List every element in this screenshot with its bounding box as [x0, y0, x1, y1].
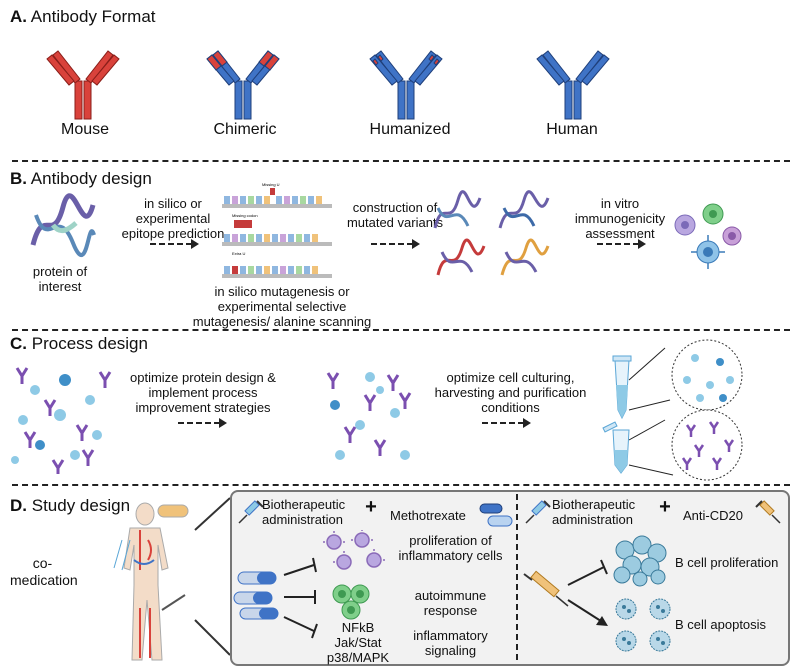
format-label-mouse: Mouse — [60, 121, 110, 138]
syringe-icon — [238, 500, 264, 524]
divider-b-c — [12, 329, 790, 331]
variants-step-label: construction of mutated variants — [346, 200, 444, 230]
left-drug1-label: Biotherapeutic administration — [262, 497, 346, 527]
inflammatory-cells-icon — [323, 530, 385, 570]
syringe-icon-right — [525, 500, 551, 524]
co-medication-label: co- medication — [10, 555, 78, 588]
arrow-c2 — [482, 418, 531, 428]
effect-proliferation-label: proliferation of inflammatory cells — [398, 533, 503, 563]
effect-signaling-label: inflammatory signaling — [413, 628, 488, 658]
seq-label-missing-codon: Missing codon — [232, 213, 258, 218]
arrow-b2 — [371, 239, 420, 249]
sequence-diagram: Missing U Missing codon Extra U — [222, 182, 332, 278]
green-cells-icon — [332, 584, 370, 620]
crude-mixture-icon — [11, 367, 112, 474]
format-label-chimeric: Chimeric — [213, 121, 277, 138]
pathways-label: NFkB Jak/Stat p38/MAPK — [326, 620, 390, 665]
mutagenesis-label: in silico mutagenesis or experimental se… — [192, 284, 372, 329]
connector-lines — [194, 497, 231, 656]
format-label-humanized: Humanized — [369, 121, 451, 138]
humanized-antibody-icon — [369, 50, 443, 120]
b-cell-apoptosis-label: B cell apoptosis — [675, 617, 767, 632]
culturing-step-label: optimize cell culturing, harvesting and … — [434, 370, 587, 415]
inhibition-arrows-left — [283, 557, 318, 639]
seq-label-missing-u: Missing U — [262, 182, 280, 187]
purification-tubes-icon — [602, 339, 743, 481]
mouse-antibody-icon — [46, 50, 120, 120]
right-plus: + — [659, 496, 671, 518]
b-cell-arrows — [567, 559, 608, 626]
panel-divider — [516, 494, 518, 660]
left-plus: + — [365, 496, 377, 518]
immune-cells-icon — [674, 203, 742, 269]
epitope-step-label: in silico or experimental epitope predic… — [121, 196, 225, 241]
arrow-b1 — [150, 239, 199, 249]
pills-icon — [479, 503, 513, 527]
chimeric-antibody-icon — [206, 50, 280, 120]
effect-autoimmune-label: autoimmune response — [414, 588, 487, 618]
section-d-title: D. Study design — [10, 496, 131, 515]
human-antibody-icon — [536, 50, 610, 120]
section-c-title: C. Process design — [10, 334, 148, 353]
protein-icon — [30, 193, 96, 257]
protein-design-step-label: optimize protein design & implement proc… — [130, 370, 276, 415]
right-drug1-label: Biotherapeutic administration — [552, 497, 636, 527]
b-cell-cluster-icon — [613, 535, 667, 587]
section-b-title: B. Antibody design — [10, 169, 152, 188]
format-label-human: Human — [546, 121, 598, 138]
improved-mixture-icon — [326, 372, 412, 460]
anti-cd20-syringe-icon — [755, 500, 781, 524]
variant-proteins-icon — [433, 190, 550, 276]
capsules-icon — [233, 571, 279, 620]
protein-label: protein of interest — [32, 264, 88, 294]
arrow-b3 — [597, 239, 646, 249]
rituximab-syringe-icon — [523, 570, 569, 607]
left-drug2-label: Methotrexate — [390, 508, 466, 523]
human-body-icon — [113, 502, 189, 661]
apoptotic-cells-icon — [615, 598, 671, 652]
section-a-title: A. Antibody Format — [10, 7, 156, 26]
immunogenicity-step-label: in vitro immunogenicity assessment — [574, 196, 666, 241]
divider-a-b — [12, 160, 790, 162]
seq-label-extra-u: Extra U — [232, 251, 245, 256]
right-drug2-label: Anti-CD20 — [683, 508, 743, 523]
b-cell-proliferation-label: B cell proliferation — [675, 555, 779, 570]
arrow-c1 — [178, 418, 227, 428]
divider-c-d — [12, 484, 790, 486]
